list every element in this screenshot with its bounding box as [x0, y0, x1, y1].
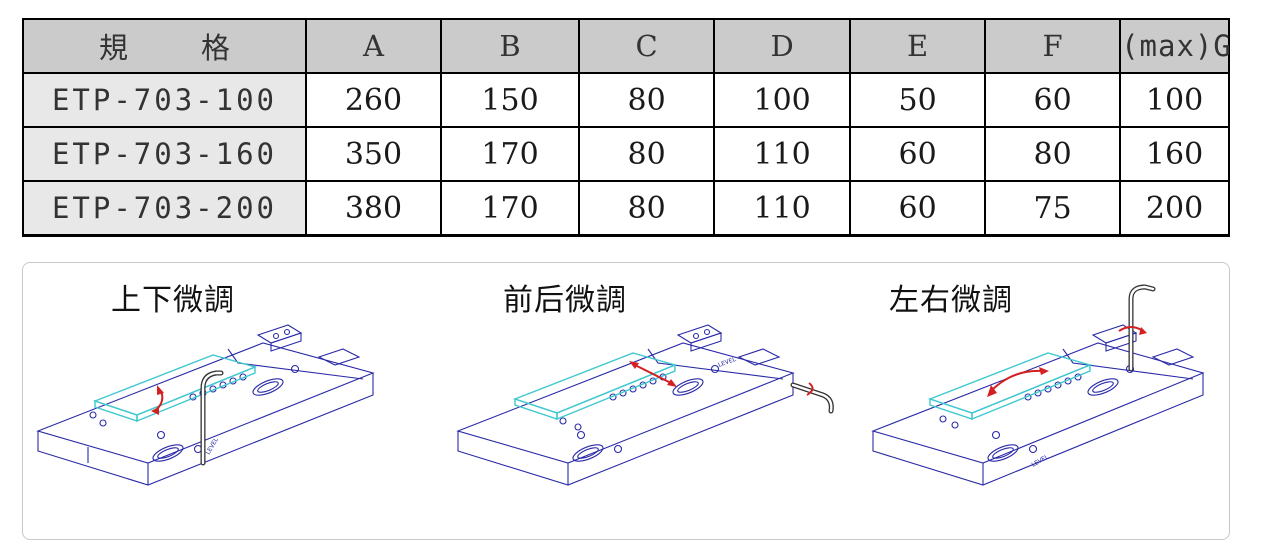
- adjustment-diagram-panel: 上下微調: [22, 262, 1230, 540]
- header-b: B: [439, 18, 581, 74]
- caption-vertical-adjust: 上下微調: [111, 283, 235, 318]
- table-cell: 80: [578, 126, 716, 182]
- table-cell: 380: [304, 180, 442, 237]
- table-cell: 110: [713, 126, 852, 182]
- table-row: ETP-703-100 260 150 80 100 50 60 100: [22, 72, 1230, 128]
- table-row: ETP-703-160 350 170 80 110 60 80 160: [22, 126, 1230, 182]
- header-spec: 規 格: [22, 18, 307, 74]
- table-cell: 60: [849, 180, 987, 237]
- model-cell: ETP-703-160: [22, 126, 307, 182]
- caption-left-right-adjust: 左右微調: [889, 283, 1013, 318]
- table-header-row: 規 格 A B C D E F (max)G: [22, 18, 1231, 74]
- header-a: A: [304, 18, 442, 74]
- table-cell: 80: [578, 180, 716, 237]
- table-cell: 200: [1119, 180, 1230, 237]
- header-f: F: [984, 18, 1122, 74]
- spec-table: 規 格 A B C D E F (max)G ETP-703-100 260 1…: [22, 18, 1231, 237]
- header-d: D: [713, 18, 852, 74]
- allen-key-vertical-adjust-icon: LEVEL: [36, 324, 375, 486]
- table-cell: 170: [439, 180, 581, 237]
- model-cell: ETP-703-100: [22, 72, 307, 128]
- table-cell: 350: [304, 126, 442, 182]
- model-cell: ETP-703-200: [22, 180, 307, 237]
- allen-key-front-back-adjust-icon: LEVEL: [456, 324, 834, 486]
- table-cell: 75: [984, 180, 1122, 237]
- table-cell: 60: [984, 72, 1122, 128]
- table-cell: 60: [849, 126, 987, 182]
- table-cell: 100: [1119, 72, 1230, 128]
- table-cell: 150: [439, 72, 581, 128]
- header-c: C: [578, 18, 716, 74]
- table-cell: 260: [304, 72, 442, 128]
- table-cell: 160: [1119, 126, 1230, 182]
- table-cell: 100: [713, 72, 852, 128]
- table-cell: 50: [849, 72, 987, 128]
- table-row: ETP-703-200 380 170 80 110 60 75 200: [22, 180, 1230, 237]
- header-g-max: (max)G: [1119, 18, 1231, 74]
- table-cell: 170: [439, 126, 581, 182]
- table-cell: 80: [578, 72, 716, 128]
- table-cell: 110: [713, 180, 852, 237]
- allen-key-left-right-adjust-icon: LEVEL: [871, 284, 1205, 486]
- caption-front-back-adjust: 前后微調: [503, 283, 627, 318]
- level-label: LEVEL: [717, 356, 737, 369]
- level-label: LEVEL: [1031, 453, 1051, 469]
- header-e: E: [849, 18, 987, 74]
- table-cell: 80: [984, 126, 1122, 182]
